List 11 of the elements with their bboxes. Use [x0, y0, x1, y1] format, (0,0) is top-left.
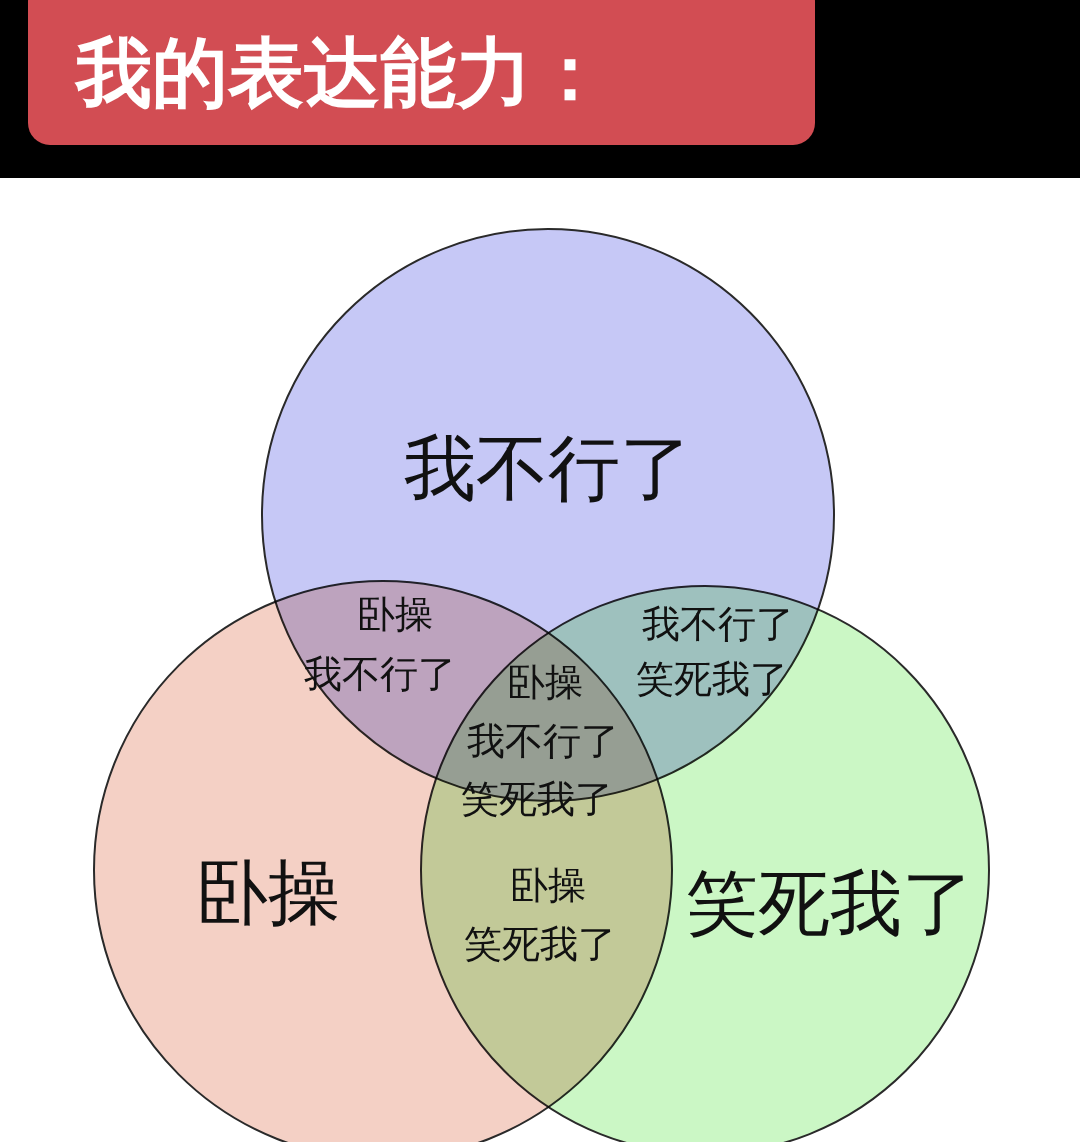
overlap-label: 我不行了: [467, 721, 619, 763]
overlap-label: 卧操: [510, 865, 586, 907]
overlap-label: 卧操: [507, 662, 583, 704]
overlap-label: 卧操: [357, 594, 433, 636]
set-label: 卧操: [195, 853, 340, 933]
set-label: 笑死我了: [685, 864, 974, 944]
title-banner: 我的表达能力：: [28, 0, 815, 145]
overlap-label: 笑死我了: [464, 924, 616, 966]
set-label: 我不行了: [404, 429, 692, 509]
overlap-label: 我不行了: [642, 604, 794, 646]
overlap-label: 笑死我了: [636, 659, 788, 701]
